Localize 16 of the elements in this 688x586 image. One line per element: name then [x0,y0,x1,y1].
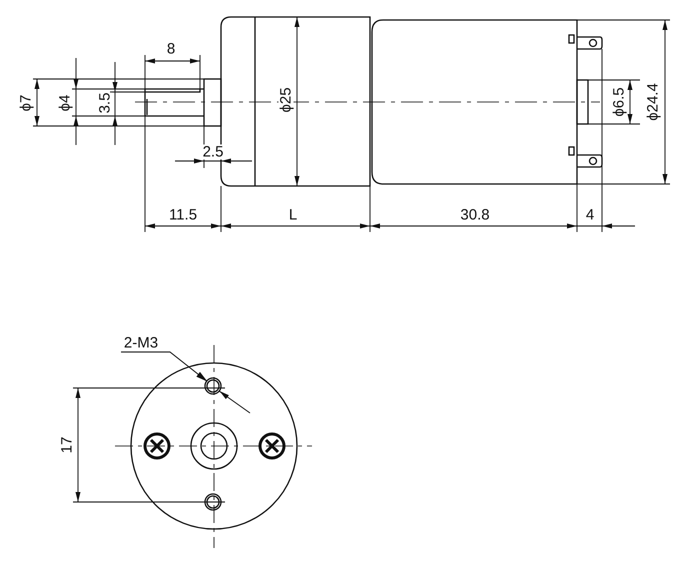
dimension-value: ϕ7 [18,94,34,112]
dimension-value: ϕ6.5 [612,87,626,117]
dimension-value: L [288,208,298,222]
dimension-value: 4 [586,208,594,222]
mounting-hole [204,377,222,395]
leader-line [120,352,208,382]
dimension-value: ϕ4 [58,94,72,112]
dimension-value: 3.5 [98,92,112,114]
dimension-value: ϕ25 [278,87,294,113]
dimension-value: 2.5 [202,144,224,160]
dimension-value: 30.8 [460,208,490,222]
dimension-value: 17 [60,436,74,454]
dimension-value: 8 [166,42,176,56]
dimension-value: ϕ24.4 [646,83,660,121]
callout-label: 2-M3 [124,336,158,350]
dimension-value: 11.5 [168,208,198,222]
